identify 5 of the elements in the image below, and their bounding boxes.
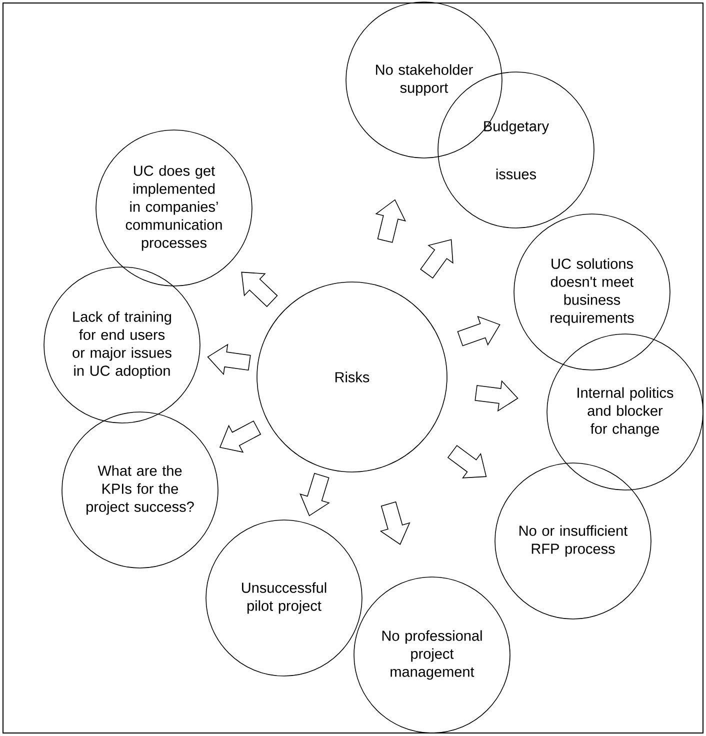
block-arrow — [474, 380, 518, 412]
block-arrow — [375, 199, 406, 243]
block-arrow — [300, 472, 330, 516]
block-arrow — [207, 344, 251, 376]
block-arrow — [457, 316, 500, 346]
